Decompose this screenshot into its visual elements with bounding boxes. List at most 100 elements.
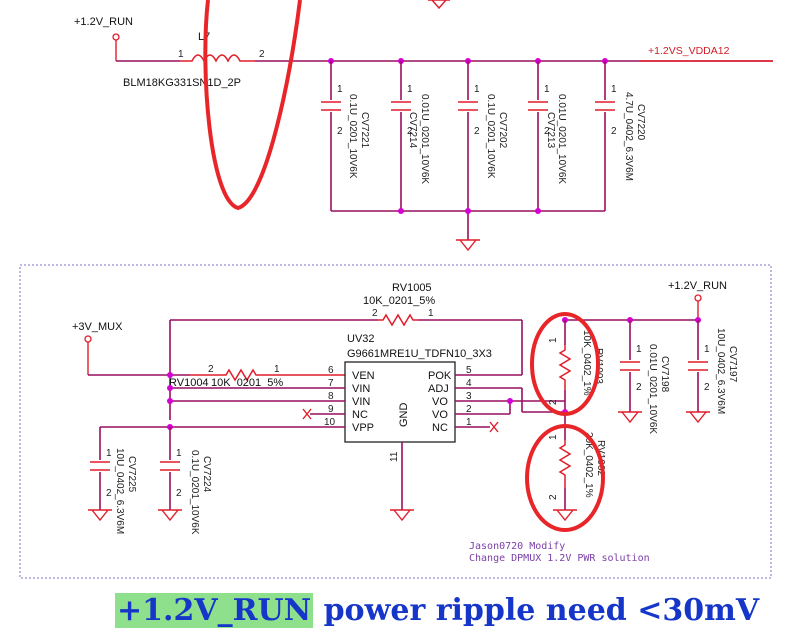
cap-value: 0.1U_0201_10V6K (189, 450, 200, 535)
cap-value: 0.01U_0201_10V6K (647, 344, 658, 434)
ground-symbol (618, 411, 642, 424)
pin-number: 2 (474, 126, 480, 137)
inductor-l7 (180, 54, 255, 63)
cap-ref: CV7220 (635, 104, 646, 141)
pin-number: 1 (611, 84, 617, 95)
pin-number: 2 (372, 308, 378, 319)
ic-pin-name: VIN (352, 396, 370, 408)
net-label-12v-run-top: +1.2V_RUN (74, 16, 133, 28)
resistor-rv1005-value: 10K_0201_5% (363, 295, 435, 307)
pin-number: 1 (704, 344, 710, 355)
ic-pin-num: 2 (466, 404, 472, 415)
ic-pin-num: 10 (324, 417, 336, 428)
resistor-rv1004-ref: RV1004 (169, 377, 209, 389)
capacitor-cv7220 (595, 61, 615, 211)
pin-number: 2 (611, 126, 617, 137)
pin-number: 2 (337, 126, 343, 137)
pin-number: 2 (548, 494, 559, 500)
ic-uv32-body (344, 361, 456, 443)
ic-pin-num: 4 (466, 378, 472, 389)
pin-number: 1 (176, 448, 182, 459)
resistor-rv1002 (558, 440, 572, 488)
ic-pin-num: 7 (328, 378, 334, 389)
resistor-rv1004-value: 10K_0201_5% (211, 377, 283, 389)
pin-number: 1 (337, 84, 343, 95)
net-label-3v-mux: +3V_MUX (72, 321, 123, 333)
ic-pin-name: POK (428, 370, 452, 382)
power-port-12v-run-top (112, 33, 120, 41)
ic-part: G9661MRE1U_TDFN10_3X3 (347, 348, 492, 360)
junction-dot (398, 208, 404, 214)
power-port-3v-mux (84, 335, 92, 343)
pin-number: 1 (636, 344, 642, 355)
pin-number: 2 (544, 126, 550, 137)
resistor-rv1003 (558, 345, 572, 390)
ic-pin-name: NC (432, 422, 448, 434)
pin-number: 1 (106, 448, 112, 459)
cap-value: 0.1U_0201_10V6K (485, 94, 496, 179)
cap-ref: CV7214 (407, 112, 418, 149)
ic-pin-num: 1 (466, 417, 472, 428)
junction-dot (535, 208, 541, 214)
cap-value: 10U_0402_6.3V6M (715, 328, 726, 414)
junction-dot (507, 398, 513, 404)
ground-symbol (88, 509, 112, 522)
junction-dot (465, 208, 471, 214)
cap-ref: CV7225 (126, 456, 137, 493)
inductor-pin1: 1 (178, 49, 184, 60)
resistor-rv1004 (190, 368, 345, 382)
cap-value: 0.01U_0201_10V6K (419, 94, 430, 184)
no-connect-mark (489, 421, 499, 433)
ground-symbol-top-partial (428, 0, 450, 10)
ic-pin-num: 6 (328, 365, 334, 376)
ic-pin-name: VO (432, 409, 448, 421)
capacitor-cv7221 (321, 61, 341, 211)
modify-note-line1: Jason0720 Modify (469, 541, 565, 552)
pin-number: 2 (407, 126, 413, 137)
pin-number: 2 (208, 364, 214, 375)
capacitor-cv7214 (391, 61, 411, 211)
capacitor-cv7202 (458, 61, 478, 240)
ic-pin-num: 5 (466, 365, 472, 376)
banner-highlight: +1.2V_RUN (115, 593, 314, 628)
ground-symbol (390, 509, 414, 522)
cap-ref: CV7198 (659, 356, 670, 393)
cap-ref: CV7221 (359, 112, 370, 149)
banner-text: power ripple need <30mV (323, 593, 760, 628)
ground-symbol (553, 509, 577, 522)
junction-dot (167, 372, 173, 378)
ic-pin-name: VEN (352, 370, 375, 382)
pin-number: 2 (636, 382, 642, 393)
annotation-ellipse-rv1002 (525, 424, 605, 532)
ground-symbol (686, 411, 710, 424)
cap-ref: CV7224 (201, 456, 212, 493)
ic-pin-name: VO (432, 396, 448, 408)
resistor-rv1005 (378, 313, 418, 327)
pin-number: 2 (106, 488, 112, 499)
ic-pin-num: 3 (466, 391, 472, 402)
pin-number: 1 (548, 434, 559, 440)
pin-number: 1 (544, 84, 550, 95)
ic-left-pins (100, 387, 345, 428)
pin-number: 1 (407, 84, 413, 95)
cap-value: 4.7U_0402_6.3V6M (623, 92, 634, 181)
ground-symbol (456, 239, 480, 252)
annotation-ellipse-top (203, 0, 302, 211)
inductor-part: BLM18KG331SN1D_2P (123, 77, 241, 89)
resistor-rv1005-ref: RV1005 (392, 282, 432, 294)
cap-value: 0.01U_0201_10V6K (556, 94, 567, 184)
power-port-12v-run-bottom (694, 294, 702, 302)
ic-pin-num: 8 (328, 391, 334, 402)
pin-number: 1 (474, 84, 480, 95)
cap-value: 10U_0402_6.3V6M (114, 448, 125, 534)
cap-ref: CV7202 (497, 112, 508, 149)
pin-number: 2 (176, 488, 182, 499)
ic-pin-name: VPP (352, 422, 374, 434)
cap-ref: CV7213 (545, 112, 556, 149)
ic-pin-name: NC (352, 409, 368, 421)
cap-value: 0.1U_0201_10V6K (347, 94, 358, 179)
net-label-vdda12: +1.2VS_VDDA12 (648, 45, 730, 57)
pin-number: 1 (548, 337, 559, 343)
junction-dot (167, 385, 173, 391)
